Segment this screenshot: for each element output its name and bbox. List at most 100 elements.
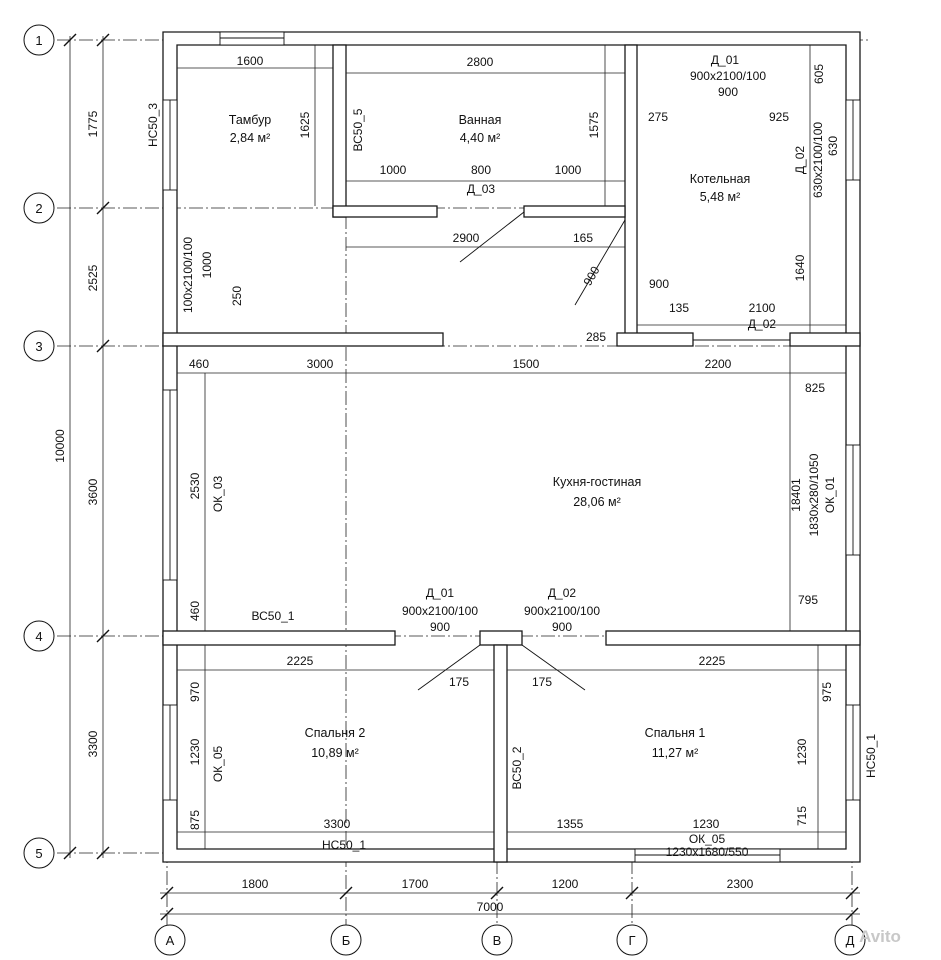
svg-text:2100: 2100 — [749, 301, 776, 315]
dim-2300: 2300 — [727, 877, 754, 891]
svg-text:100x2100/100: 100x2100/100 — [181, 237, 195, 313]
svg-text:1: 1 — [35, 33, 42, 48]
svg-text:2: 2 — [35, 201, 42, 216]
dim-1200: 1200 — [552, 877, 579, 891]
svg-text:ОК_03: ОК_03 — [211, 476, 225, 513]
svg-text:825: 825 — [805, 381, 825, 395]
svg-text:ОК_05: ОК_05 — [211, 746, 225, 783]
room-name-spalnya1: Спальня 1 — [645, 726, 706, 740]
doors — [417, 206, 790, 691]
svg-text:800: 800 — [471, 163, 491, 177]
col-axis-bubble-b: Б — [330, 924, 362, 956]
svg-text:2225: 2225 — [699, 654, 726, 668]
svg-text:1230: 1230 — [795, 738, 809, 765]
svg-text:3: 3 — [35, 339, 42, 354]
svg-text:1625: 1625 — [298, 111, 312, 138]
svg-text:Д_03: Д_03 — [467, 182, 495, 196]
svg-text:3300: 3300 — [324, 817, 351, 831]
svg-text:275: 275 — [648, 110, 668, 124]
svg-text:2900: 2900 — [453, 231, 480, 245]
svg-text:1230: 1230 — [188, 738, 202, 765]
room-name-kotelnaya: Котельная — [690, 172, 751, 186]
svg-text:2530: 2530 — [188, 472, 202, 499]
svg-text:630: 630 — [826, 136, 840, 156]
svg-text:Д_01: Д_01 — [426, 586, 454, 600]
col-axes: А Б В Г Д — [154, 35, 866, 956]
room-labels: Тамбур 2,84 м² Ванная 4,40 м² Котельная … — [229, 113, 750, 760]
dim-1700: 1700 — [402, 877, 429, 891]
door-swing-spalnya2 — [417, 644, 481, 691]
svg-text:605: 605 — [812, 64, 826, 84]
svg-text:900: 900 — [649, 277, 669, 291]
svg-text:4: 4 — [35, 629, 42, 644]
detail-labels: 1600 1625 НС50_3 100x2100/100 1000 250 2… — [146, 53, 878, 859]
svg-text:ВС50_5: ВС50_5 — [351, 108, 365, 151]
svg-text:1000: 1000 — [380, 163, 407, 177]
svg-text:Г: Г — [628, 933, 635, 948]
dim-1775: 1775 — [86, 110, 100, 137]
svg-text:900: 900 — [580, 264, 602, 289]
left-dimensions: 10000 1775 2525 3600 3300 — [53, 33, 110, 860]
room-area-spalnya1: 11,27 м² — [652, 746, 699, 760]
row-axis-bubble-4: 4 — [23, 620, 55, 652]
svg-text:175: 175 — [449, 675, 469, 689]
svg-text:Д: Д — [846, 933, 855, 948]
svg-text:1830x280/1050: 1830x280/1050 — [807, 453, 821, 536]
svg-text:ВС50_1: ВС50_1 — [252, 609, 295, 623]
svg-text:НС50_1: НС50_1 — [322, 838, 366, 852]
svg-text:925: 925 — [769, 110, 789, 124]
dim-2525: 2525 — [86, 264, 100, 291]
svg-text:900x2100/100: 900x2100/100 — [402, 604, 478, 618]
row-axes: 1 2 3 4 5 — [23, 24, 870, 869]
room-name-vannaya: Ванная — [459, 113, 502, 127]
svg-text:900x2100/100: 900x2100/100 — [690, 69, 766, 83]
row-axis-bubble-1: 1 — [23, 24, 55, 56]
room-name-kuhnya: Кухня-гостиная — [553, 475, 641, 489]
row-axis-bubble-5: 5 — [23, 837, 55, 869]
window-bottom-spalnya1 — [634, 848, 781, 863]
room-area-kotelnaya: 5,48 м² — [700, 190, 741, 204]
door-swing-d03 — [459, 211, 525, 263]
svg-text:НС50_1: НС50_1 — [864, 734, 878, 778]
svg-text:175: 175 — [532, 675, 552, 689]
svg-text:2800: 2800 — [467, 55, 494, 69]
col-axis-bubble-v: В — [481, 924, 513, 956]
svg-text:1230x1680/550: 1230x1680/550 — [666, 845, 749, 859]
bottom-dimensions: 1800 1700 1200 2300 7000 — [160, 877, 860, 921]
dim-total-height: 10000 — [53, 429, 67, 463]
room-area-spalnya2: 10,89 м² — [311, 746, 359, 760]
windows — [162, 31, 861, 863]
svg-text:ОК_01: ОК_01 — [823, 477, 837, 514]
dim-total-width: 7000 — [477, 900, 504, 914]
interior-walls — [162, 44, 861, 863]
interior-dim-lines — [177, 45, 846, 849]
svg-text:1355: 1355 — [557, 817, 584, 831]
svg-text:1575: 1575 — [587, 111, 601, 138]
svg-text:1640: 1640 — [793, 254, 807, 281]
svg-text:715: 715 — [795, 806, 809, 826]
svg-text:630x2100/100: 630x2100/100 — [811, 122, 825, 198]
room-name-tambur: Тамбур — [229, 113, 271, 127]
room-name-spalnya2: Спальня 2 — [305, 726, 366, 740]
svg-text:18401: 18401 — [789, 478, 803, 512]
svg-text:НС50_3: НС50_3 — [146, 103, 160, 147]
svg-text:875: 875 — [188, 810, 202, 830]
svg-text:2225: 2225 — [287, 654, 314, 668]
svg-text:900: 900 — [430, 620, 450, 634]
svg-text:975: 975 — [820, 682, 834, 702]
svg-text:900x2100/100: 900x2100/100 — [524, 604, 600, 618]
window-top-tambur — [219, 31, 285, 46]
svg-text:Д_01: Д_01 — [711, 53, 739, 67]
room-area-vannaya: 4,40 м² — [460, 131, 501, 145]
svg-text:460: 460 — [189, 357, 209, 371]
svg-text:ВС50_2: ВС50_2 — [510, 746, 524, 789]
door-swing-hall — [574, 219, 626, 306]
svg-text:1000: 1000 — [200, 251, 214, 278]
svg-text:Д_02: Д_02 — [793, 146, 807, 174]
svg-text:1500: 1500 — [513, 357, 540, 371]
svg-text:В: В — [493, 933, 502, 948]
svg-text:ОК_05: ОК_05 — [689, 832, 726, 846]
col-axis-bubble-g: Г — [616, 924, 648, 956]
svg-text:900: 900 — [552, 620, 572, 634]
dim-1800: 1800 — [242, 877, 269, 891]
